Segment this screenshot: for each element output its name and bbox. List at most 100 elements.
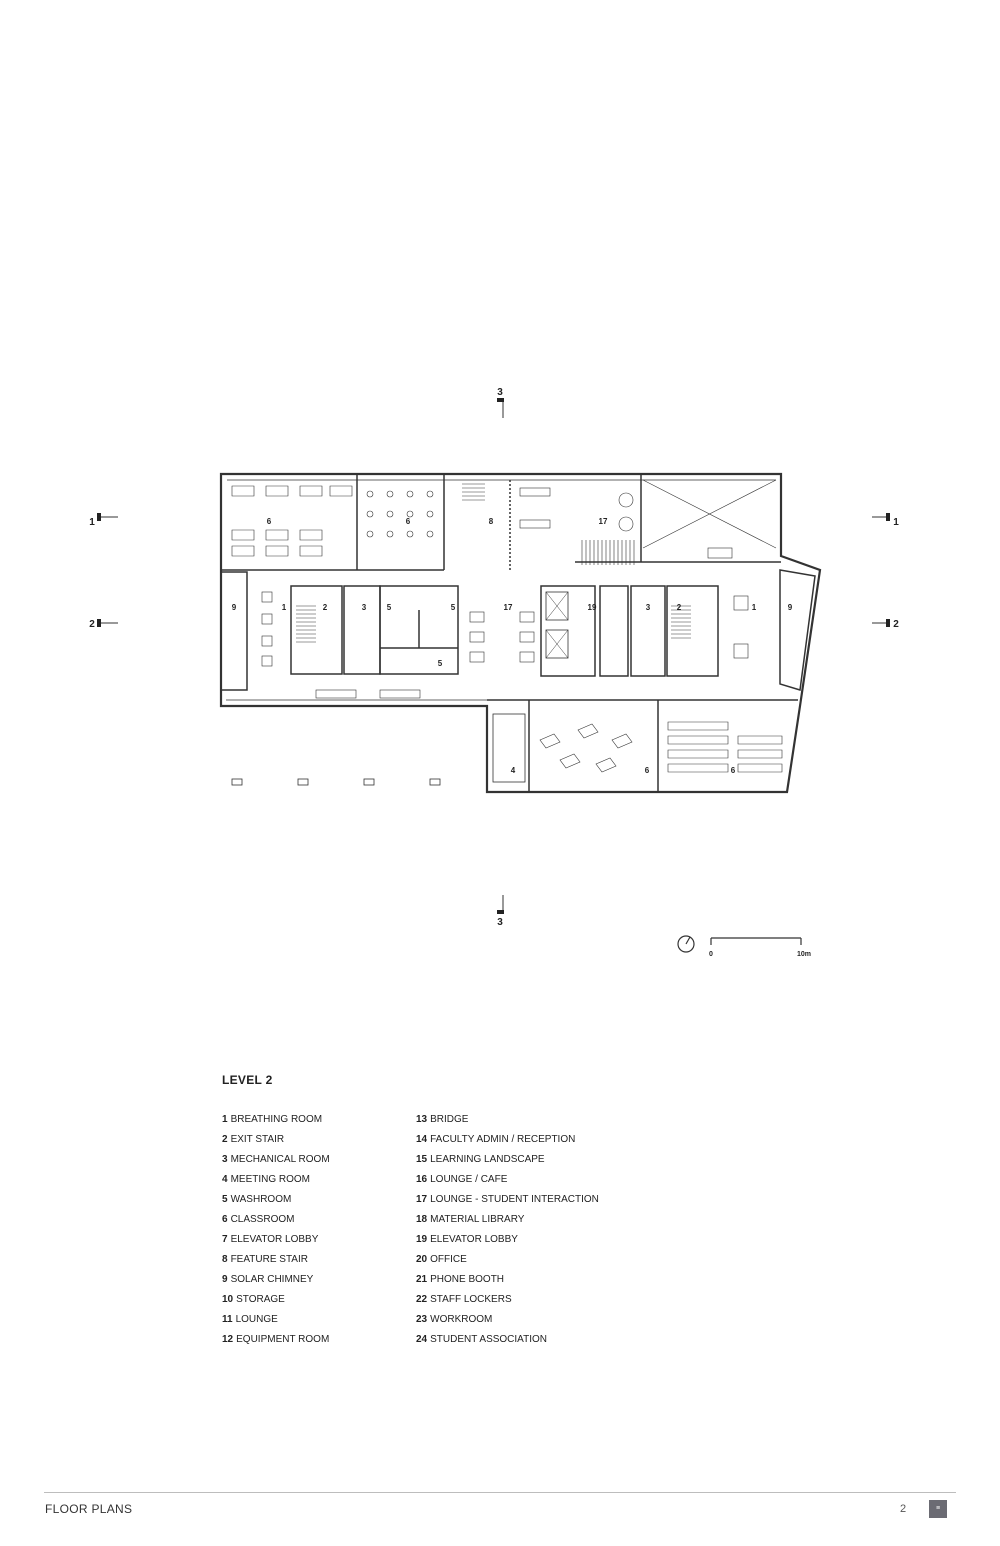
- legend-item-label: WORKROOM: [430, 1314, 493, 1325]
- legend-item-number: 11: [222, 1314, 233, 1325]
- legend-item-label: OFFICE: [430, 1254, 467, 1265]
- legend-item-label: LOUNGE: [235, 1314, 278, 1325]
- section-cut-heads: [97, 398, 890, 914]
- scale-end-label: 10m: [797, 951, 811, 958]
- section-marker-bottom: 3: [497, 917, 503, 928]
- legend-item-number: 15: [416, 1154, 428, 1165]
- room-label: 6: [731, 766, 736, 775]
- legend-item-label: ELEVATOR LOBBY: [230, 1234, 319, 1245]
- section-marker-top: 3: [497, 387, 503, 398]
- room-label: 17: [599, 517, 608, 526]
- room-label: 6: [406, 517, 411, 526]
- legend-item-number: 16: [416, 1174, 428, 1185]
- room-label: 5: [451, 603, 456, 612]
- north-arrow-icon: [677, 935, 695, 953]
- legend-item-label: STUDENT ASSOCIATION: [430, 1334, 547, 1345]
- legend-item-label: STAFF LOCKERS: [430, 1294, 512, 1305]
- room-label: 6: [645, 766, 650, 775]
- room-label: 3: [646, 603, 651, 612]
- legend-item-label: MEETING ROOM: [230, 1174, 311, 1185]
- page-number: 2: [900, 1503, 907, 1515]
- room-label: 2: [323, 603, 328, 612]
- legend-item-number: 14: [416, 1134, 428, 1145]
- room-label: 5: [387, 603, 392, 612]
- legend-item-label: FEATURE STAIR: [230, 1254, 308, 1265]
- legend-item-number: 2: [222, 1134, 228, 1145]
- legend-item-label: ELEVATOR LOBBY: [430, 1234, 518, 1245]
- legend-item-number: 12: [222, 1334, 234, 1345]
- legend-item-number: 21: [416, 1274, 428, 1285]
- legend-item-number: 18: [416, 1214, 428, 1225]
- section-cut-lines: [100, 402, 890, 912]
- room-label: 6: [267, 517, 272, 526]
- room-label: 9: [788, 603, 793, 612]
- legend-item-number: 20: [416, 1254, 428, 1265]
- room-label: 17: [504, 603, 513, 612]
- room-label: 5: [438, 659, 443, 668]
- scale-start-label: 0: [709, 951, 713, 958]
- footer-divider: [44, 1492, 956, 1493]
- room-label: 3: [362, 603, 367, 612]
- legend-item-number: 23: [416, 1314, 428, 1325]
- legend-item-label: LOUNGE - STUDENT INTERACTION: [430, 1194, 599, 1205]
- section-marker-left-2: 2: [89, 619, 95, 630]
- lounge-furniture: [261, 487, 749, 699]
- legend-item-label: MECHANICAL ROOM: [230, 1154, 330, 1165]
- room-label: 1: [282, 603, 287, 612]
- logo-icon: ≡: [929, 1500, 947, 1518]
- south-wing-walls: [487, 699, 798, 792]
- legend-item-number: 7: [222, 1234, 228, 1245]
- legend-item-number: 4: [222, 1174, 228, 1185]
- room-label: 2: [677, 603, 682, 612]
- legend-item-label: WASHROOM: [230, 1194, 292, 1205]
- legend-item-number: 17: [416, 1194, 428, 1205]
- room-label: 1: [752, 603, 757, 612]
- west-core-walls: [290, 585, 459, 675]
- top-zone-walls: [221, 474, 781, 571]
- legend-item-label: LOUNGE / CAFE: [430, 1174, 508, 1185]
- legend-item-label: MATERIAL LIBRARY: [430, 1214, 525, 1225]
- legend-item-label: SOLAR CHIMNEY: [230, 1274, 314, 1285]
- open-to-below: [642, 479, 777, 549]
- room-label: 8: [489, 517, 494, 526]
- room-label: 4: [511, 766, 516, 775]
- central-core-walls: [540, 585, 719, 677]
- legend-item-label: STORAGE: [236, 1294, 285, 1305]
- legend-item-label: EXIT STAIR: [230, 1134, 285, 1145]
- legend-item-label: CLASSROOM: [230, 1214, 295, 1225]
- legend-item-number: 19: [416, 1234, 428, 1245]
- legend-item-number: 24: [416, 1334, 428, 1345]
- legend-item-label: PHONE BOOTH: [430, 1274, 505, 1285]
- legend-item-label: BREATHING ROOM: [230, 1114, 323, 1125]
- legend-item-number: 22: [416, 1294, 428, 1305]
- legend-item-label: LEARNING LANDSCAPE: [430, 1154, 545, 1165]
- section-marker-right-1: 1: [893, 517, 899, 528]
- legend-item-number: 9: [222, 1274, 228, 1285]
- footer-section-title: FLOOR PLANS: [45, 1502, 133, 1516]
